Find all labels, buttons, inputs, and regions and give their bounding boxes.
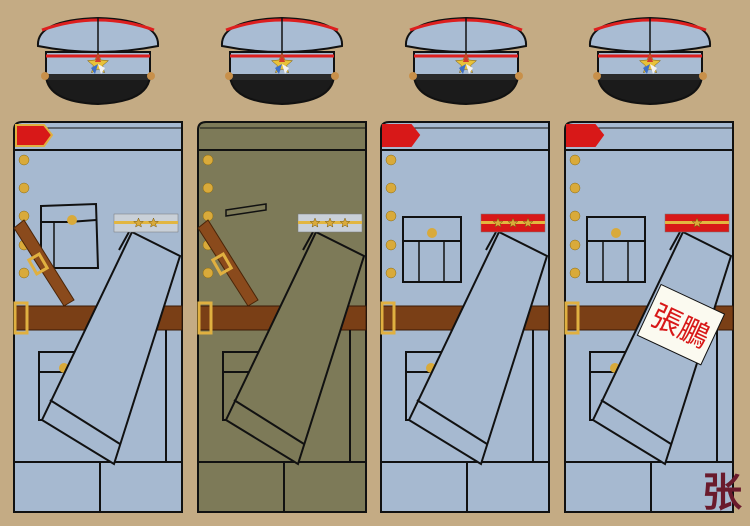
pocket-button bbox=[427, 228, 437, 238]
cap-button bbox=[699, 72, 707, 80]
strap-buckle bbox=[210, 252, 234, 276]
belt-buckle bbox=[197, 301, 213, 335]
cap-visor bbox=[228, 75, 336, 106]
cap-chinstrap bbox=[598, 74, 702, 80]
cap-button bbox=[593, 72, 601, 80]
rank-star-icon bbox=[133, 217, 144, 228]
tunic-button bbox=[569, 210, 581, 222]
cap-button bbox=[331, 72, 339, 80]
sleeve bbox=[591, 230, 733, 466]
peaked-cap bbox=[588, 16, 712, 106]
tunic-button bbox=[202, 154, 214, 166]
star-segment bbox=[91, 64, 98, 74]
uniform-panel bbox=[380, 121, 550, 513]
star-segment bbox=[279, 53, 285, 62]
tunic-button bbox=[18, 182, 30, 194]
sleeve-cuff bbox=[49, 399, 121, 445]
star-segment bbox=[275, 64, 282, 74]
tunic-button bbox=[385, 267, 397, 279]
cap-button bbox=[409, 72, 417, 80]
tunic-button bbox=[385, 154, 397, 166]
cap-visor bbox=[412, 75, 520, 106]
cap-visor bbox=[44, 75, 152, 106]
tunic-button bbox=[569, 154, 581, 166]
tunic-button bbox=[18, 154, 30, 166]
tunic-button bbox=[202, 267, 214, 279]
belt-buckle bbox=[564, 301, 580, 335]
star-segment bbox=[459, 64, 466, 74]
tunic-button bbox=[385, 182, 397, 194]
rank-star-icon bbox=[324, 217, 336, 228]
uniform-panel: 張鵬 bbox=[564, 121, 734, 513]
rank-star-icon bbox=[148, 217, 159, 228]
peaked-cap bbox=[220, 16, 344, 106]
star-segment bbox=[650, 64, 657, 74]
rank-stripe bbox=[114, 221, 178, 224]
cap-button bbox=[225, 72, 233, 80]
cap-visor bbox=[596, 75, 704, 106]
rank-star-icon bbox=[691, 217, 703, 228]
belt-buckle bbox=[13, 301, 29, 335]
tunic-button bbox=[385, 239, 397, 251]
pocket-button bbox=[611, 228, 621, 238]
rank-star-icon bbox=[507, 217, 519, 228]
star-segment bbox=[282, 64, 289, 74]
sleeve bbox=[224, 230, 366, 466]
chest-pocket bbox=[586, 216, 646, 283]
artist-logo: 张 bbox=[702, 469, 742, 516]
sleeve-cuff bbox=[233, 399, 305, 445]
strap-buckle bbox=[26, 252, 50, 276]
pocket-button bbox=[67, 215, 77, 225]
tunic-button bbox=[18, 267, 30, 279]
cap-button bbox=[515, 72, 523, 80]
cap-chinstrap bbox=[230, 74, 334, 80]
rank-tie bbox=[118, 231, 130, 251]
cap-chinstrap bbox=[414, 74, 518, 80]
pocket-flap bbox=[40, 206, 97, 223]
star-segment bbox=[643, 64, 650, 74]
rank-star-icon bbox=[492, 217, 504, 228]
star-segment bbox=[463, 53, 469, 62]
star-segment bbox=[95, 53, 101, 62]
chest-pocket-slit bbox=[225, 203, 267, 217]
rank-star-icon bbox=[339, 217, 351, 228]
tunic-button bbox=[385, 210, 397, 222]
star-segment bbox=[466, 64, 473, 74]
star-segment bbox=[647, 53, 653, 62]
star-segment bbox=[98, 64, 105, 74]
rank-star-icon bbox=[309, 217, 321, 228]
rank-tie bbox=[485, 231, 497, 251]
tunic-button bbox=[202, 182, 214, 194]
sleeve bbox=[40, 230, 182, 466]
rank-tie bbox=[302, 231, 314, 251]
cap-button bbox=[41, 72, 49, 80]
sleeve-cuff bbox=[600, 399, 672, 445]
cap-button bbox=[147, 72, 155, 80]
chest-pocket bbox=[40, 202, 100, 269]
sleeve-cuff bbox=[416, 399, 488, 445]
rank-tie bbox=[669, 231, 681, 251]
belt-buckle bbox=[380, 301, 396, 335]
rank-star-icon bbox=[522, 217, 534, 228]
collar-tab bbox=[382, 124, 421, 147]
uniform-panel bbox=[197, 121, 367, 513]
tunic-button bbox=[569, 239, 581, 251]
cap-chinstrap bbox=[46, 74, 150, 80]
chest-pocket bbox=[402, 216, 462, 283]
tunic-button bbox=[569, 267, 581, 279]
peaked-cap bbox=[404, 16, 528, 106]
collar-tab bbox=[566, 124, 605, 147]
peaked-cap bbox=[36, 16, 160, 106]
armband-band bbox=[636, 283, 726, 366]
tunic-button bbox=[569, 182, 581, 194]
sleeve bbox=[407, 230, 549, 466]
collar-tab bbox=[15, 124, 54, 147]
uniform-panel bbox=[13, 121, 183, 513]
